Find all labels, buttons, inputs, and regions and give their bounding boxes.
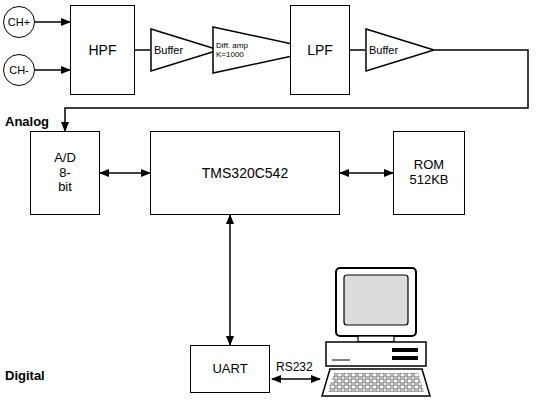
keyboard [322,369,430,396]
panel-line [332,360,350,361]
block-label: UART [212,362,247,377]
block-label: ROM 512KB [409,158,448,188]
amp-outline [366,29,434,71]
block-label: Diff. amp K=1000 [212,41,260,59]
converter-box: A/D 8-bit [30,131,100,215]
filter-box: LPF [290,5,350,95]
block-label: CH+ [8,16,30,29]
memory-box: ROM 512KB [393,131,465,215]
keyboard-keys [328,373,424,392]
processor-box: TMS320C542 [150,131,340,215]
input-terminal: CH- [3,54,35,86]
block-label: HPF [89,42,117,58]
buffer-amp: Buffer [365,28,435,72]
signal-name: RS232 [276,360,313,374]
drive-slot [392,348,418,352]
block-label: A/D 8-bit [54,151,76,196]
block-label: TMS320C542 [202,165,288,181]
signal-connector [350,49,365,51]
signal-connector [135,49,150,51]
drive-slot [392,356,418,360]
serial-link [272,378,320,380]
amp-outline [151,29,219,71]
signal-connector [229,215,231,345]
signal-connector [100,172,150,174]
block-label: Buffer [150,44,183,57]
block-label: LPF [307,42,333,58]
signal-connector [35,69,70,71]
section-label: Digital [5,368,45,383]
block-label: CH- [9,64,29,77]
buffer-amp: Buffer [150,28,220,72]
block-label: Buffer [365,44,398,57]
system-unit [326,342,426,366]
input-terminal: CH+ [3,6,35,38]
uart-box: UART [190,345,270,393]
filter-box: HPF [70,5,135,95]
section-label: Analog [5,114,49,129]
signal-connector [340,172,393,174]
monitor-stand [358,336,394,342]
monitor [336,268,416,336]
signal-connector [35,21,70,23]
screen [344,275,408,325]
